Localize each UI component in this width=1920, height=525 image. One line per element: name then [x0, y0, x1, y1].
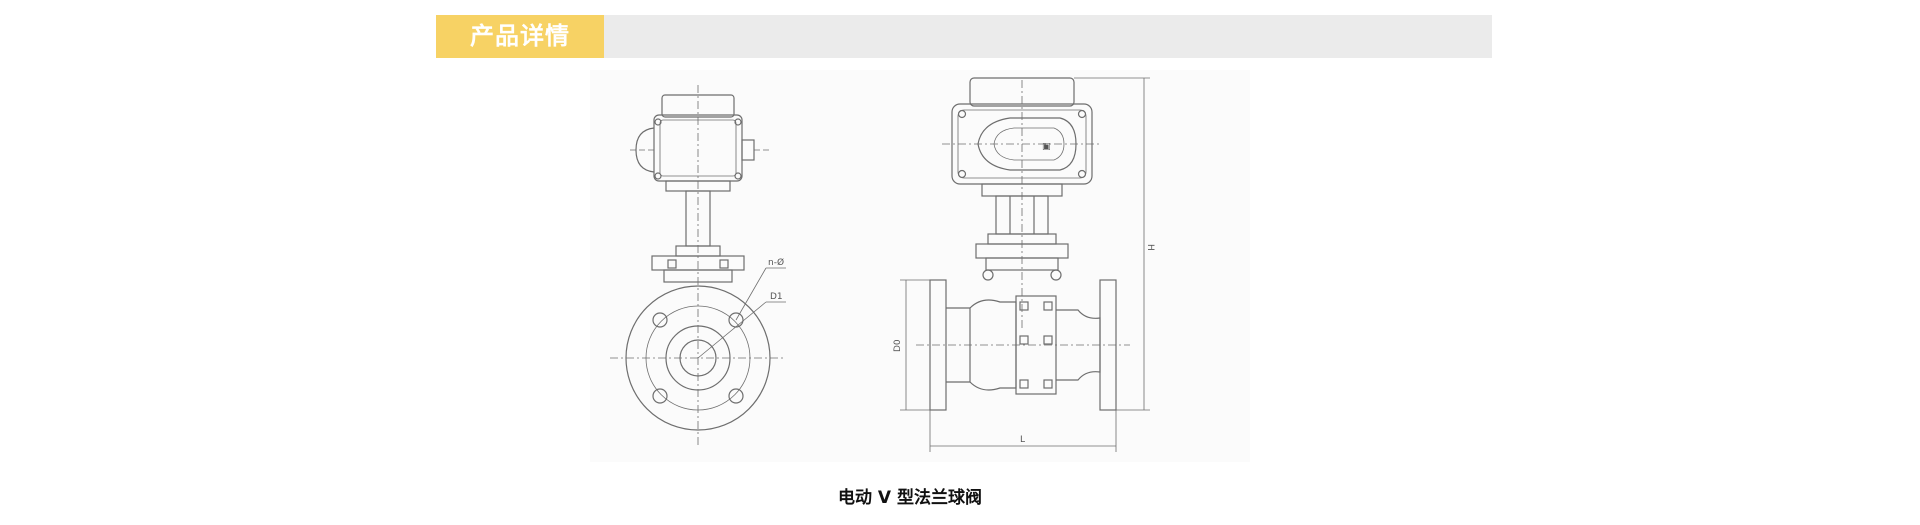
valve-drawing-svg: ▣ [610, 77, 1155, 452]
valve-technical-drawing: ▣ [590, 70, 1250, 462]
bolt-circle-label: D1 [770, 292, 783, 302]
front-view: ▣ [900, 77, 1150, 452]
side-view [610, 85, 786, 445]
section-header-bar: 产品详情 [436, 15, 1492, 58]
product-caption: 电动 V 型法兰球阀 [838, 488, 982, 508]
product-details-tab[interactable]: 产品详情 [436, 15, 604, 58]
svg-text:▣: ▣ [1042, 142, 1051, 152]
bolt-holes-label: n-Ø [768, 257, 784, 268]
length-label: L [1020, 435, 1025, 445]
height-label: H [1145, 244, 1155, 251]
flange-diameter-label: D0 [893, 339, 903, 352]
